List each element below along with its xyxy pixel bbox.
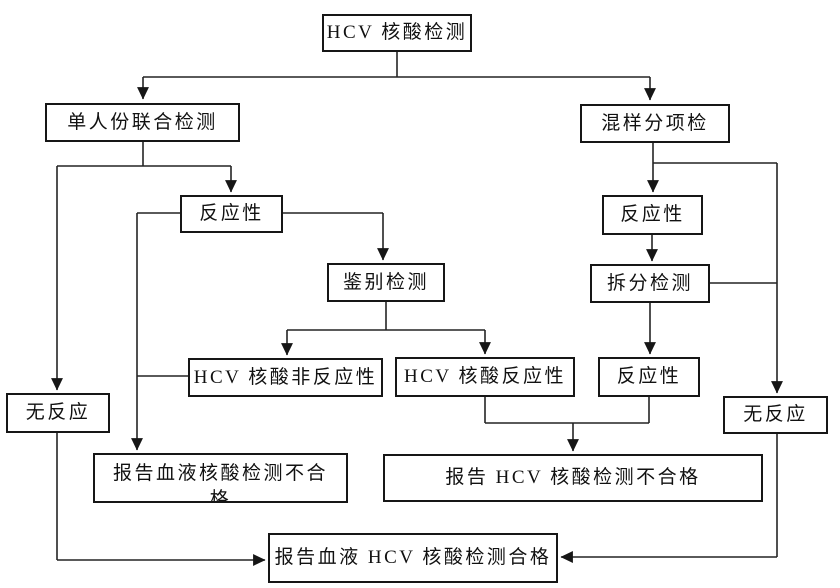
- node-hcv-nonreactive: HCV 核酸非反应性: [188, 358, 383, 397]
- node-split-test: 拆分检测: [590, 264, 710, 303]
- node-no-reaction-right: 无反应: [723, 396, 828, 434]
- node-reactive-left: 反应性: [180, 195, 283, 233]
- node-report-blood-nat-fail: 报告血液核酸检测不合格: [93, 453, 348, 503]
- node-pooled-sample-test: 混样分项检: [580, 104, 730, 143]
- node-report-blood-hcv-pass: 报告血液 HCV 核酸检测合格: [268, 533, 558, 583]
- node-discrimination-test: 鉴别检测: [327, 263, 445, 302]
- node-single-combined-test: 单人份联合检测: [45, 103, 240, 142]
- node-reactive-right: 反应性: [602, 195, 703, 235]
- node-hcv-nat-test: HCV 核酸检测: [322, 14, 472, 52]
- node-report-hcv-nat-fail: 报告 HCV 核酸检测不合格: [383, 454, 763, 502]
- node-hcv-reactive: HCV 核酸反应性: [395, 357, 575, 397]
- node-no-reaction-left: 无反应: [6, 393, 110, 433]
- node-reactive-after-split: 反应性: [598, 357, 700, 397]
- report-blood-nat-fail-label: 报告血液核酸检测不合格: [112, 463, 328, 503]
